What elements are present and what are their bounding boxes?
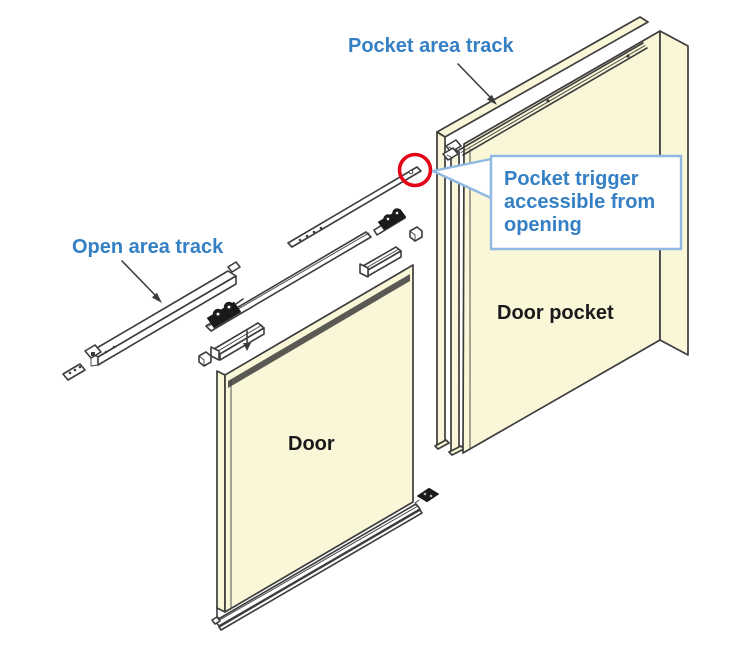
- track-screw-hole: [626, 54, 630, 58]
- open-area-track: [62, 261, 241, 381]
- callout-line-2: accessible from: [504, 191, 655, 213]
- guide-channel-piece-left: [210, 322, 265, 361]
- callout-line-3: opening: [504, 214, 582, 236]
- pocket-trigger-callout: Pocket trigger accessible from opening: [431, 154, 683, 251]
- door-left-edge: [216, 370, 226, 613]
- callout-line-1: Pocket trigger: [504, 168, 639, 190]
- track-connector-plate: [62, 363, 86, 381]
- pocket-near-panel-left-edge: [436, 131, 446, 447]
- open-area-track-label: Open area track: [72, 236, 224, 258]
- track-screw-hole: [546, 99, 550, 103]
- open-track-hole: [112, 345, 116, 349]
- pocket-area-track-label: Pocket area track: [348, 35, 515, 57]
- pocket-trigger-bar: [287, 166, 422, 248]
- roller-carriage-left: [206, 298, 244, 329]
- end-cap-right: [409, 226, 423, 242]
- alignment-arrow: [243, 330, 251, 351]
- arrowhead: [151, 292, 162, 303]
- guide-channel-piece-right: [359, 246, 402, 278]
- hardware-group: [198, 166, 423, 367]
- door-panel-face: [224, 264, 414, 613]
- label-pocket-area-track: Pocket area track: [348, 35, 515, 105]
- door-label: Door: [288, 433, 335, 455]
- label-open-area-track: Open area track: [72, 236, 224, 303]
- open-track-front-face: [97, 275, 237, 366]
- pocket-far-panel-side-edge: [450, 146, 460, 455]
- open-track-hole: [104, 350, 108, 354]
- track-end-cap: [442, 147, 459, 161]
- open-track-end-profile: [84, 344, 102, 359]
- open-track-channel-notch: [91, 352, 95, 356]
- bottom-rail: [211, 503, 423, 631]
- trigger-end-hole: [408, 169, 414, 175]
- door-assembly: [211, 264, 440, 631]
- door-top-channel: [228, 274, 410, 388]
- pocket-trigger-highlight-circle: [397, 152, 433, 188]
- callout-box: [489, 154, 683, 251]
- arrowhead: [486, 94, 497, 105]
- pocket-near-panel-foot: [434, 439, 450, 450]
- end-cap-left: [198, 351, 212, 367]
- pocket-area-track: [442, 42, 648, 161]
- roller-carriage-right: [373, 208, 407, 236]
- door-pocket-label: Door pocket: [497, 302, 614, 324]
- open-track-end-tab: [227, 261, 241, 273]
- bottom-rail-end-cap: [211, 616, 221, 625]
- floor-guide: [414, 487, 440, 504]
